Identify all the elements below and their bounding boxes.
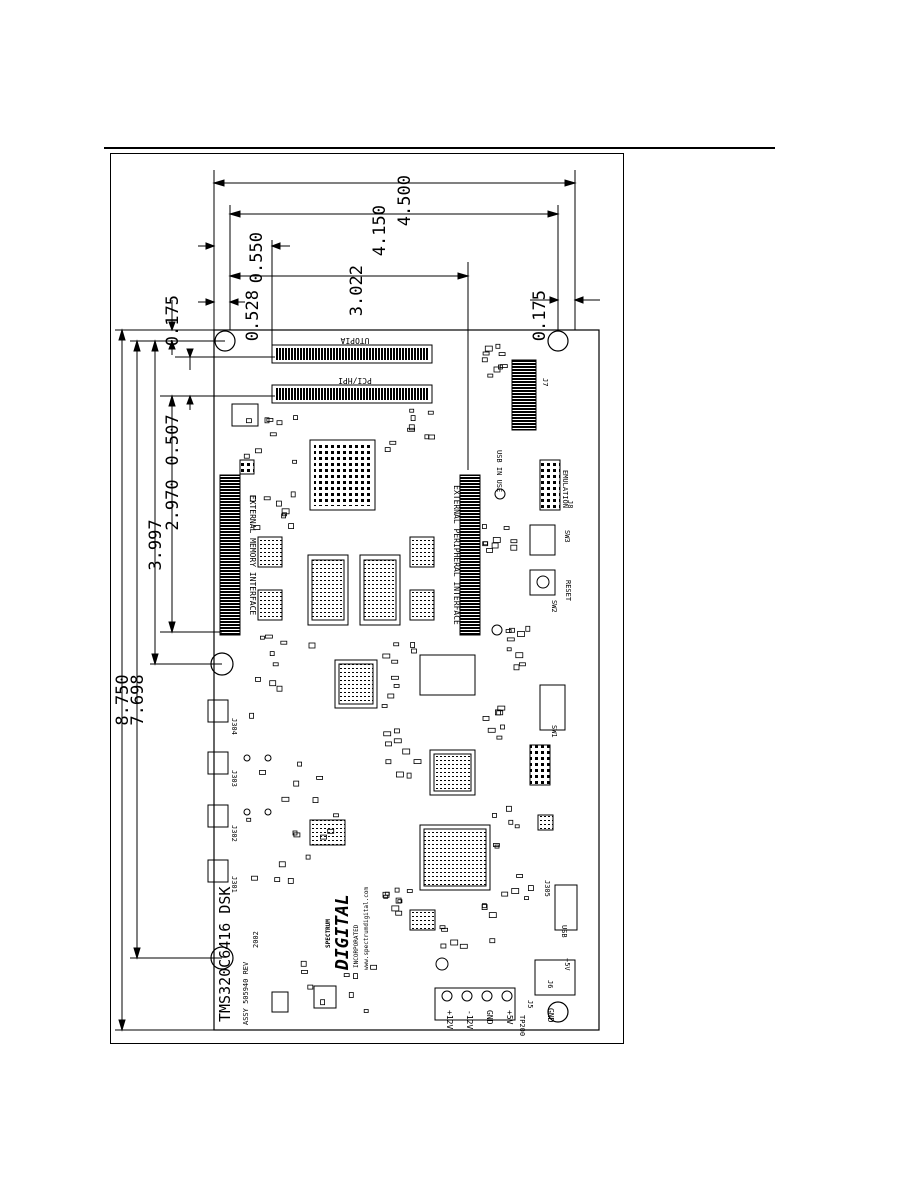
switch-blocks xyxy=(529,459,566,831)
power-connectors xyxy=(434,884,578,1021)
misc-labels: RESET EMULATION USB IN USE USB +5V SW1 S… xyxy=(230,378,574,1036)
dim-0528: 0.528 xyxy=(243,290,263,341)
dim-0550: 0.550 xyxy=(247,232,267,283)
power-label-3: GND xyxy=(485,1010,494,1025)
regulators xyxy=(231,403,506,1013)
j303-label: J303 xyxy=(230,770,238,787)
power-label-2: -12V xyxy=(465,1010,474,1029)
dim-0175-right: 0.175 xyxy=(530,290,550,341)
j305-label: J305 xyxy=(543,880,551,897)
dimension-lines-horizontal xyxy=(198,170,600,470)
dim-3022: 3.022 xyxy=(347,265,367,316)
memory-chips xyxy=(257,536,435,626)
utopia-label: UTOPIA xyxy=(340,336,369,345)
dim-2970: 2.970 xyxy=(163,479,183,530)
dim-3997: 3.997 xyxy=(146,519,166,570)
reset-label: RESET xyxy=(564,580,572,602)
j301-label: J301 xyxy=(230,876,238,893)
sw3-label: SW3 xyxy=(563,530,571,543)
j8-label: J8 xyxy=(566,500,574,508)
j6-label: J6 xyxy=(546,980,554,988)
logo-spectrum: SPECTRUM xyxy=(325,919,332,948)
audio-jacks xyxy=(207,699,272,883)
emulation-label: EMULATION xyxy=(561,470,569,508)
dimension-lines-vertical xyxy=(115,300,275,1032)
dim-0175-left: 0.175 xyxy=(163,295,183,346)
logo-incorporated: INCORPORATED xyxy=(353,924,360,968)
figure-frame xyxy=(110,153,624,1044)
header-rule xyxy=(104,147,775,149)
dim-7698: 7.698 xyxy=(128,674,148,725)
top-connectors: UTOPIA PCI/HPI xyxy=(271,336,433,404)
board-year: 2002 xyxy=(252,931,260,948)
side-connectors: EXTERNAL MEMORY INTERFACE EXTERNAL PERIP… xyxy=(219,474,481,636)
dsp-bga xyxy=(309,439,376,511)
epif-label: EXTERNAL PERIPHERAL INTERFACE xyxy=(452,485,461,625)
dim-4150: 4.150 xyxy=(370,205,390,256)
usb-label: USB xyxy=(560,925,568,938)
dim-4500: 4.500 xyxy=(395,175,415,226)
sw2-label: SW2 xyxy=(550,600,558,613)
power-label-1: +12V xyxy=(445,1010,454,1029)
power-label-5: GND xyxy=(546,1008,555,1023)
power-labels: +12V -12V GND +5V GND xyxy=(445,1008,555,1029)
dim-8750: 8.750 xyxy=(113,674,133,725)
plus5v-label: +5V xyxy=(563,958,571,971)
j304-label: J304 xyxy=(230,718,238,735)
logo-digital: DIGITAL xyxy=(332,894,353,971)
board-assy: ASSY 505940 REV xyxy=(242,961,250,1025)
spectrum-digital-logo: SPECTRUM DIGITAL INCORPORATED www.spectr… xyxy=(325,887,370,971)
power-label-4: +5V xyxy=(505,1010,514,1025)
emif-label: EXTERNAL MEMORY INTERFACE xyxy=(248,495,257,616)
dim-0507: 0.507 xyxy=(163,414,183,465)
pci-hpi-label: PCI/HPI xyxy=(338,376,372,385)
board-outline xyxy=(213,329,600,1031)
j302-label: J302 xyxy=(230,825,238,842)
usb-in-use-label: USB IN USE xyxy=(495,450,503,492)
board-title-block: TMS320C6416 DSK ASSY 505940 REV 2002 xyxy=(216,887,260,1025)
logo-url: www.spectrumdigital.com xyxy=(363,887,370,970)
board-title: TMS320C6416 DSK xyxy=(216,887,234,1022)
mounting-holes xyxy=(210,330,569,1023)
tp-label: TP200 xyxy=(518,1015,526,1036)
dimension-labels: 4.500 4.150 3.022 0.550 0.528 0.175 0.17… xyxy=(113,175,550,726)
passive-components xyxy=(243,343,534,1013)
sw1-label: SW1 xyxy=(550,725,558,738)
connector-j7 xyxy=(511,359,537,431)
j5-label: J5 xyxy=(526,1000,534,1008)
j7-label: J7 xyxy=(541,378,549,386)
